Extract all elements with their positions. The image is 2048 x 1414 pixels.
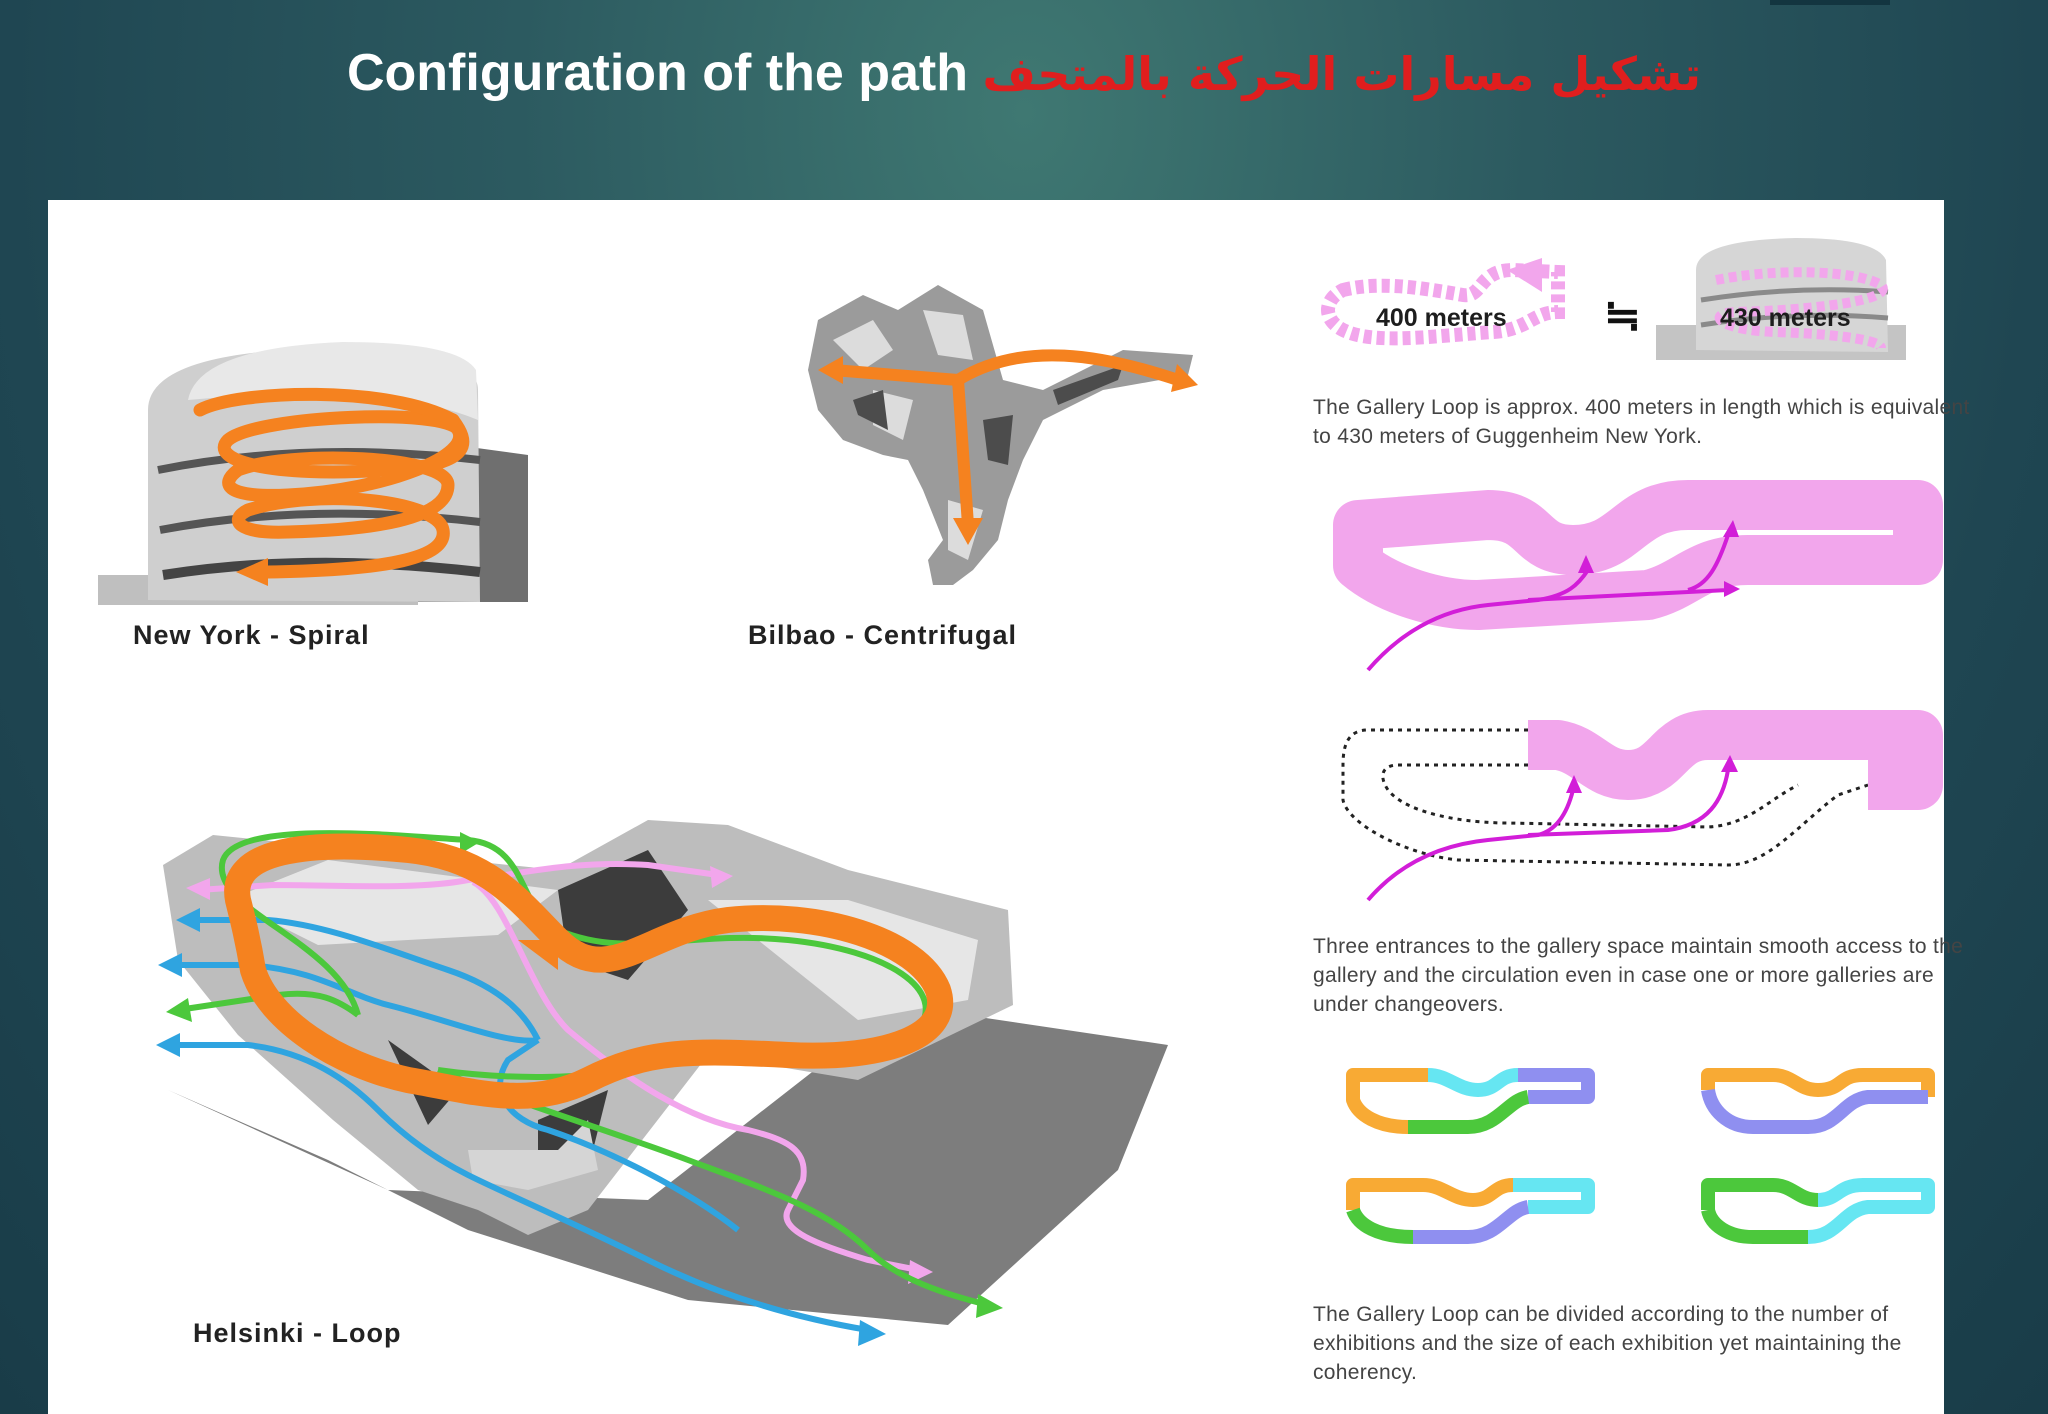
helsinki-green-arrowhead-top [460, 832, 480, 854]
bilbao-label: Bilbao - Centrifugal [748, 620, 1017, 650]
bilbao-orange-arrow-right [952, 349, 1184, 386]
gallery-loop-outline [1321, 258, 1565, 346]
ny-spiral-arrowhead [236, 558, 268, 586]
corner-decoration [1770, 0, 1890, 5]
entrance-arrowhead-1 [1578, 555, 1594, 573]
division-loop-3 [1346, 1178, 1595, 1244]
loop3-violet [1413, 1200, 1530, 1244]
mini-pink-dashed-spiral [1714, 267, 1888, 351]
bilbao-arrowhead-right [1171, 364, 1198, 392]
guggenheim-mini-drawing [1656, 238, 1906, 360]
loop1-violet [1518, 1068, 1595, 1104]
loop-length-400: 400 meters [1376, 304, 1507, 332]
loop4-cyan [1807, 1178, 1935, 1244]
title-english: Configuration of the path [346, 44, 968, 102]
helsinki-building-highlight [228, 860, 978, 1020]
division-loop-2 [1701, 1068, 1935, 1134]
loop2-orange [1701, 1068, 1935, 1097]
entrances-loop-diagram [1333, 480, 1943, 672]
helsinki-blue-path [168, 917, 869, 1333]
entrance-path-2 [1527, 588, 1729, 602]
helsinki-ground-plane [168, 1005, 1168, 1325]
helsinki-building-shadow [388, 850, 688, 1185]
division-loops-grid [1346, 1068, 1935, 1244]
helsinki-green-arrowhead-entry [166, 998, 192, 1022]
division-loop-1 [1346, 1068, 1595, 1134]
bilbao-centrifugal-diagram [808, 285, 1198, 585]
loop3-green [1346, 1207, 1414, 1244]
mini-drum [1696, 238, 1888, 352]
entrance-path-1 [1366, 568, 1590, 672]
helsinki-perforated-wall [468, 1120, 598, 1190]
helsinki-loop-diagram [156, 820, 1168, 1346]
bilbao-arrowhead-left [818, 356, 843, 384]
dotted-closed-section [1341, 728, 1869, 867]
entrance-arrowhead-3 [1723, 520, 1739, 537]
bilbao-building-shadows [853, 365, 1123, 465]
changeover-entrance-path-2 [1527, 769, 1730, 837]
helsinki-blue-arrowhead-3 [156, 1033, 180, 1057]
bilbao-orange-arrow-left [827, 364, 964, 386]
title-arabic: تشكيل مسارات الحركة بالمتحف [982, 47, 1702, 101]
helsinki-blue-arrowhead-1 [176, 908, 200, 932]
helsinki-orange-loop [224, 833, 953, 1109]
guggenheim-length-430: 430 meters [1720, 304, 1851, 332]
division-loop-4 [1701, 1178, 1935, 1244]
pink-solid-loop [1333, 480, 1943, 630]
entrance-path-3 [1687, 534, 1730, 592]
dashed-pink-loop [1321, 262, 1565, 346]
pink-open-section [1528, 710, 1943, 810]
helsinki-pink-arrowhead-right [710, 866, 733, 888]
bilbao-arrowhead-down [953, 518, 983, 545]
bilbao-orange-arrow-down [952, 374, 974, 531]
ny-orange-spiral-path [217, 410, 470, 579]
dashed-loop-arrowhead [1507, 258, 1542, 292]
page-title: Configuration of the path تشكيل مسارات ا… [0, 38, 2048, 108]
changeover-arrowhead-2 [1721, 755, 1738, 772]
changeover-entrance-path-1 [1366, 789, 1575, 902]
changeover-arrowhead-1 [1566, 775, 1582, 793]
loop3-orange [1346, 1178, 1514, 1210]
slide-content-panel: New York - Spiral Bilbao - Centrifugal [48, 200, 1969, 1414]
helsinki-pink-path [197, 860, 919, 1273]
approximately-equal-symbol: ≒ [1604, 291, 1641, 340]
new-york-spiral-diagram [98, 342, 528, 605]
division-caption: The Gallery Loop can be divided accordin… [1313, 1303, 1902, 1384]
helsinki-orange-arrowhead [518, 940, 558, 970]
loop1-green [1408, 1090, 1530, 1134]
comparison-caption: The Gallery Loop is approx. 400 meters i… [1313, 396, 1970, 448]
loop2-violet [1701, 1088, 1928, 1134]
helsinki-green-arrowhead-exit [976, 1294, 1003, 1318]
helsinki-label: Helsinki - Loop [193, 1318, 402, 1348]
loop1-cyan [1427, 1068, 1519, 1098]
entrance-arrowhead-2 [1724, 581, 1740, 597]
loop4-green-top [1701, 1178, 1819, 1210]
helsinki-blue-arrowhead-2 [158, 953, 182, 977]
new-york-label: New York - Spiral [133, 620, 370, 650]
loop1-orange [1346, 1068, 1428, 1134]
loop4-green-bottom [1701, 1207, 1808, 1244]
helsinki-pink-arrowhead-left [186, 878, 210, 900]
ny-orange-spiral-start [193, 387, 460, 427]
changeover-loop-diagram [1341, 710, 1943, 902]
entrances-caption: Three entrances to the gallery space mai… [1313, 935, 1964, 1016]
loop3-cyan [1513, 1178, 1595, 1214]
mini-drum-bands [1700, 287, 1889, 328]
helsinki-blue-arrowhead-exit [858, 1320, 886, 1346]
ny-drum-band-3 [162, 557, 481, 580]
